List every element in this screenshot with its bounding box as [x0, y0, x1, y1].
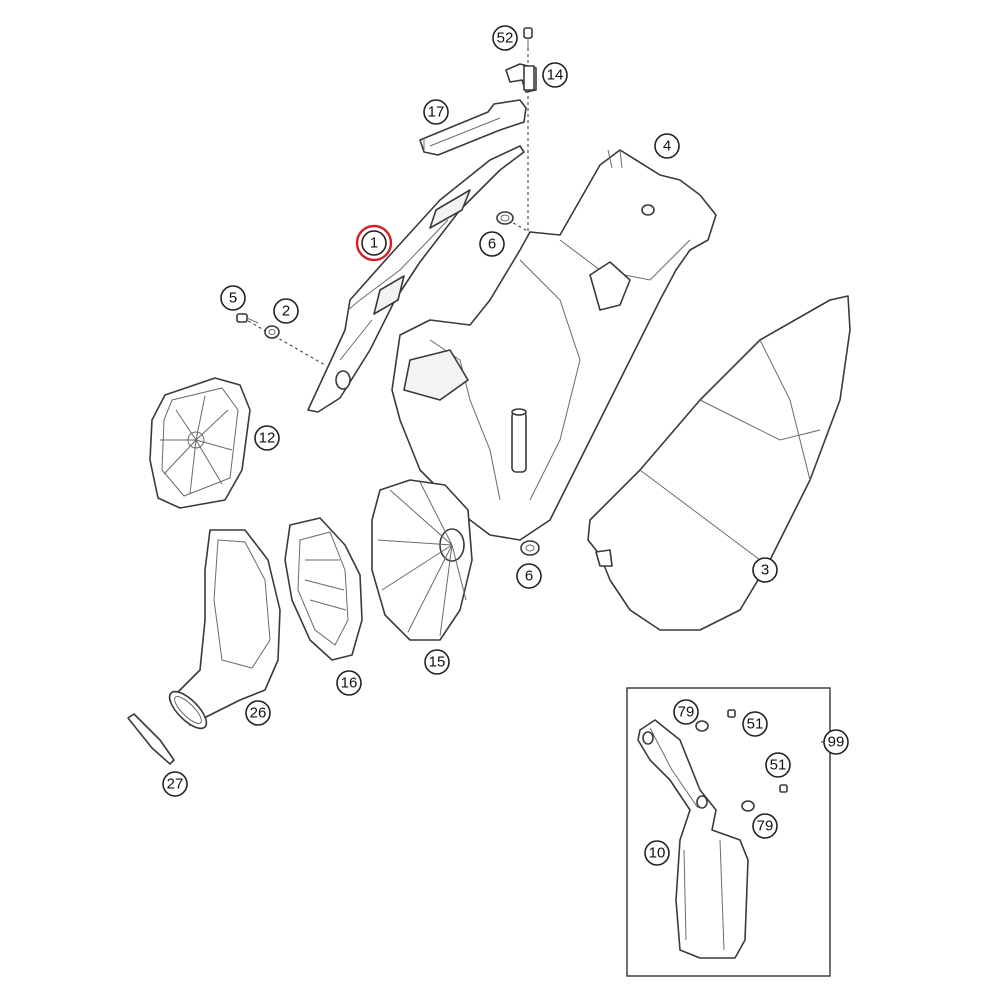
part-side-panel-3[interactable] [587, 295, 851, 631]
svg-text:5: 5 [229, 290, 237, 307]
callout-17[interactable]: 17 [423, 99, 449, 125]
part-screw-51-bottom[interactable] [779, 784, 788, 793]
svg-text:6: 6 [488, 236, 496, 253]
part-bolt-5[interactable] [236, 313, 259, 324]
part-clip-14[interactable] [505, 63, 537, 93]
callout-2[interactable]: 2 [273, 298, 299, 324]
callout-6-top[interactable]: 6 [479, 231, 505, 257]
svg-text:1: 1 [370, 235, 378, 252]
svg-text:27: 27 [167, 776, 184, 793]
svg-text:17: 17 [428, 104, 445, 121]
part-number-plate-10[interactable] [637, 719, 749, 959]
svg-text:4: 4 [663, 138, 671, 155]
part-intake-boot-26[interactable] [164, 529, 281, 734]
kit-box-99 [626, 687, 831, 977]
svg-text:10: 10 [649, 845, 666, 862]
part-screw-52[interactable] [523, 27, 533, 48]
part-strip-17[interactable] [419, 99, 527, 156]
callout-27[interactable]: 27 [162, 771, 188, 797]
callout-79-bottom[interactable]: 79 [752, 813, 778, 839]
selected-highlight-ring [355, 224, 393, 262]
leader-bolt-5 [242, 317, 326, 366]
callout-12[interactable]: 12 [254, 425, 280, 451]
svg-text:51: 51 [770, 757, 787, 774]
svg-text:79: 79 [678, 704, 695, 721]
svg-text:79: 79 [757, 818, 774, 835]
callout-15[interactable]: 15 [424, 649, 450, 675]
part-filter-holder-16[interactable] [284, 517, 363, 661]
svg-text:16: 16 [341, 675, 358, 692]
part-side-cover-1[interactable] [307, 145, 525, 413]
svg-text:12: 12 [259, 430, 276, 447]
callout-3[interactable]: 3 [752, 557, 778, 583]
callout-16[interactable]: 16 [336, 670, 362, 696]
svg-text:6: 6 [525, 568, 533, 585]
callout-51-top[interactable]: 51 [742, 711, 768, 737]
svg-text:15: 15 [429, 654, 446, 671]
callout-79-top[interactable]: 79 [673, 699, 699, 725]
part-airbox-4[interactable] [391, 149, 717, 541]
part-grommet-79-top[interactable] [695, 720, 709, 732]
svg-text:51: 51 [747, 716, 764, 733]
part-screw-51-top[interactable] [727, 709, 736, 718]
callout-4[interactable]: 4 [654, 133, 680, 159]
part-grommet-6-top[interactable] [496, 211, 514, 225]
svg-text:26: 26 [250, 705, 267, 722]
callout-51-bottom[interactable]: 51 [765, 752, 791, 778]
svg-text:3: 3 [761, 562, 769, 579]
svg-text:2: 2 [282, 303, 290, 320]
part-clamp-27[interactable] [127, 713, 175, 765]
callout-6-bottom[interactable]: 6 [516, 563, 542, 589]
svg-text:14: 14 [547, 67, 564, 84]
part-filter-cage-12[interactable] [149, 377, 251, 509]
callout-1[interactable]: 1 [355, 224, 393, 262]
part-air-filter-15[interactable] [371, 479, 473, 641]
callout-10[interactable]: 10 [644, 840, 670, 866]
callout-14[interactable]: 14 [542, 62, 568, 88]
callout-52[interactable]: 52 [492, 25, 518, 51]
part-washer-2[interactable] [264, 325, 280, 339]
svg-text:52: 52 [497, 30, 514, 47]
callout-5[interactable]: 5 [220, 285, 246, 311]
part-grommet-6-bottom[interactable] [520, 540, 540, 556]
svg-text:99: 99 [828, 734, 845, 751]
callout-26[interactable]: 26 [245, 700, 271, 726]
part-grommet-79-bottom[interactable] [741, 800, 755, 812]
callout-99[interactable]: 99 [823, 729, 849, 755]
